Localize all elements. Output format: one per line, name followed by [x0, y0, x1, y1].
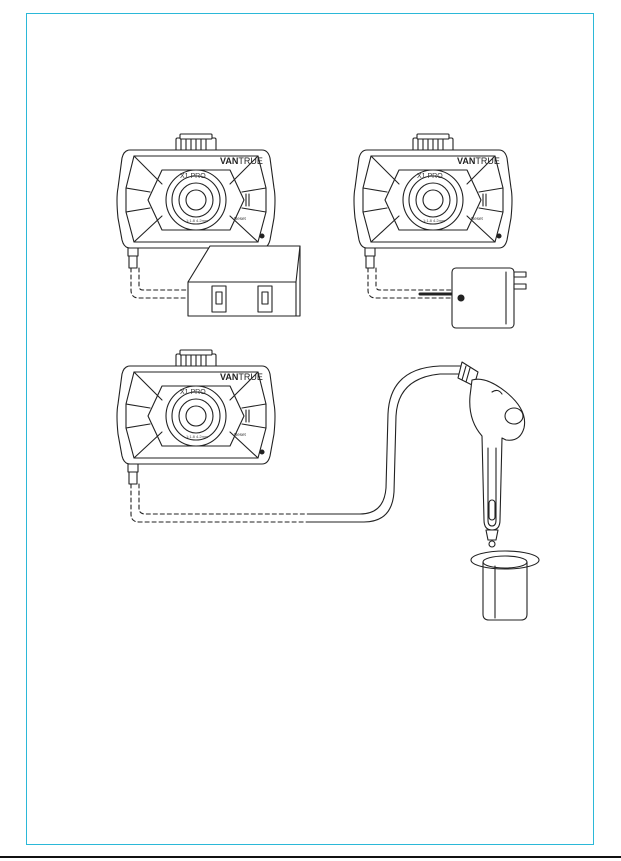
svg-text:X1 PRO: X1 PRO [417, 173, 443, 180]
svg-text:1:1.8 4.2mm: 1:1.8 4.2mm [186, 218, 209, 223]
camera-with-wall-adapter: VANTRUE X1 PRO 1:1.8 4.2mm Reset [354, 134, 526, 328]
wall-adapter-icon [452, 268, 526, 328]
svg-text:VANTRUE: VANTRUE [457, 156, 500, 166]
dashcam-icon: VANTRUE X1 PRO 1:1.8 4.2mm Reset [117, 350, 275, 484]
svg-text:1:1.8 4.2mm: 1:1.8 4.2mm [186, 434, 209, 439]
svg-text:VANTRUE: VANTRUE [220, 156, 263, 166]
svg-text:Reset: Reset [234, 216, 247, 221]
camera-with-car-charger: VANTRUE X1 PRO 1:1.8 4.2mm Reset [117, 350, 539, 620]
svg-text:VANTRUE: VANTRUE [220, 372, 263, 382]
dashcam-icon: VANTRUE X1 PRO 1:1.8 4.2mm Reset [354, 134, 512, 268]
svg-text:Reset: Reset [234, 432, 247, 437]
camera-with-power-bank: VANTRUE X1 PRO 1:1.8 4.2mm Reset [117, 134, 300, 316]
car-charger-icon [458, 362, 539, 620]
usb-power-bank-icon [188, 246, 300, 316]
svg-text:X1 PRO: X1 PRO [180, 389, 206, 396]
svg-text:Reset: Reset [471, 216, 484, 221]
svg-text:X1 PRO: X1 PRO [180, 173, 206, 180]
svg-text:1:1.8 4.2mm: 1:1.8 4.2mm [423, 218, 446, 223]
